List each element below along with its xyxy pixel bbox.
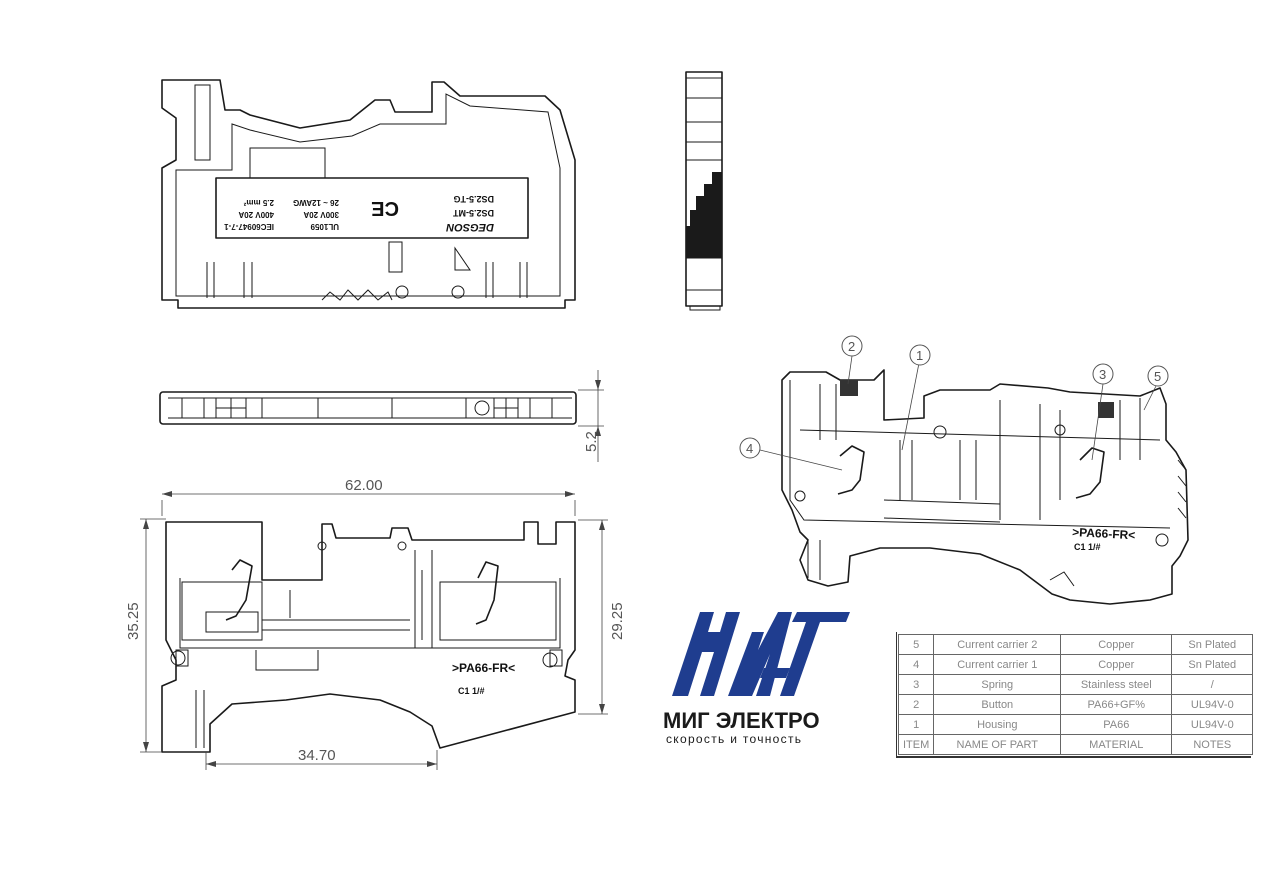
table-cell: UL94V-0 [1171, 714, 1254, 735]
callout-3 [1092, 363, 1114, 385]
table-cell: Housing [933, 714, 1062, 735]
callout-1 [909, 344, 931, 366]
table-cell: 5 [897, 634, 935, 655]
dim-height-overall: 35.25 [125, 602, 142, 640]
label-brand: DEGSON [445, 221, 494, 233]
table-row: 3 Spring Stainless steel / [897, 674, 1254, 695]
label-model-mt: DS2.5-MT [452, 208, 494, 218]
callout-5-text: 5 [1154, 369, 1161, 384]
label-ul-std: UL1059 [310, 222, 339, 231]
table-cell: / [1171, 674, 1254, 695]
front-view: >PA66-FR< C1 1/# [161, 521, 576, 753]
label-awg: 26 ~ 12AWG [293, 198, 339, 207]
dim-height-body: 29.25 [609, 602, 626, 640]
dim-base-length: 34.70 [298, 747, 336, 764]
table-cell: Stainless steel [1060, 674, 1173, 695]
table-row: 2 Button PA66+GF% UL94V-0 [897, 694, 1254, 715]
table-cell: PA66+GF% [1060, 694, 1173, 715]
table-cell: 4 [897, 654, 935, 675]
iso-material-mark: >PA66-FR< [1072, 525, 1136, 542]
table-header-cell: MATERIAL [1060, 734, 1173, 755]
company-logo [672, 612, 850, 696]
label-iec-std: IEC60947-7-1 [224, 222, 274, 231]
table-cell: PA66 [1060, 714, 1173, 735]
table-cell: Copper [1060, 654, 1173, 675]
label-ce: CE [371, 197, 399, 219]
iso-grade-mark: C1 1/# [1074, 542, 1101, 552]
thin-view [159, 391, 577, 425]
top-view: DEGSON DS2.5-MT DS2.5-TG CE UL1059 300V … [161, 79, 576, 309]
table-cell: UL94V-0 [1171, 694, 1254, 715]
dimensions: 62.00 34.70 35.25 29.25 5.2 [125, 370, 626, 770]
dim-thickness: 5.2 [583, 431, 600, 452]
table-cell: 3 [897, 674, 935, 695]
label-rating-iec: 400V 20A [238, 210, 274, 219]
table-row: 1 Housing PA66 UL94V-0 [897, 714, 1254, 735]
material-mark: >PA66-FR< [452, 661, 515, 675]
table-header-cell: NOTES [1171, 734, 1254, 755]
callout-5 [1147, 365, 1169, 387]
callout-4 [739, 437, 761, 459]
table-cell: 1 [897, 714, 935, 735]
dim-total-length: 62.00 [345, 477, 383, 494]
logo-tagline: скорость и точность [666, 732, 803, 746]
table-row: 5 Current carrier 2 Copper Sn Plated [897, 634, 1254, 655]
table-cell: Current carrier 1 [933, 654, 1062, 675]
parts-table: 5 Current carrier 2 Copper Sn Plated 4 C… [897, 634, 1254, 755]
side-view [685, 71, 723, 311]
callout-3-text: 3 [1099, 367, 1106, 382]
callout-1-text: 1 [916, 348, 923, 363]
table-cell: Sn Plated [1171, 634, 1254, 655]
callout-2-text: 2 [848, 339, 855, 354]
table-header-cell: NAME OF PART [933, 734, 1062, 755]
table-cell: 2 [897, 694, 935, 715]
logo-name: МИГ ЭЛЕКТРО [663, 708, 820, 733]
label-rating-ul: 300V 20A [303, 210, 339, 219]
table-cell: Button [933, 694, 1062, 715]
table-cell: Spring [933, 674, 1062, 695]
table-cell: Sn Plated [1171, 654, 1254, 675]
isometric-view: >PA66-FR< C1 1/# 1 2 3 4 5 [739, 335, 1189, 605]
label-model-tg: DS2.5-TG [453, 194, 494, 204]
table-cell: Copper [1060, 634, 1173, 655]
callout-2 [841, 335, 863, 357]
table-row: 4 Current carrier 1 Copper Sn Plated [897, 654, 1254, 675]
table-header-row: ITEM NAME OF PART MATERIAL NOTES [897, 734, 1254, 755]
label-plate [215, 177, 529, 239]
label-section: 2.5 mm² [243, 198, 274, 207]
table-cell: Current carrier 2 [933, 634, 1062, 655]
callout-4-text: 4 [746, 441, 753, 456]
grade-mark: C1 1/# [458, 686, 485, 696]
table-header-cell: ITEM [897, 734, 935, 755]
